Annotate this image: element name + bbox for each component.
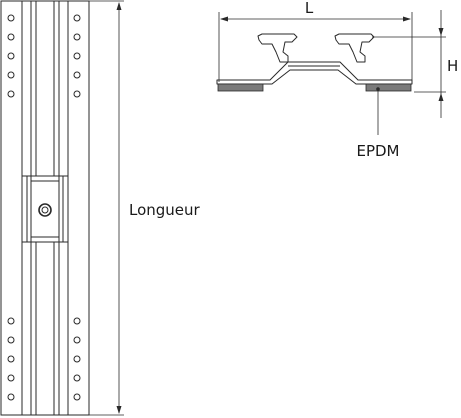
hole <box>7 14 15 22</box>
arrow-down <box>438 28 444 36</box>
hole <box>73 393 81 401</box>
hole <box>7 90 15 98</box>
hole <box>73 14 81 22</box>
connector-outer <box>21 175 69 243</box>
arrow-right <box>403 16 411 22</box>
hole <box>7 393 15 401</box>
connector-screw-inner <box>41 206 49 214</box>
cross-section: L H EPDM <box>216 0 458 160</box>
hole <box>7 52 15 60</box>
hole <box>73 317 81 325</box>
hole <box>7 71 15 79</box>
width-label: L <box>305 0 314 17</box>
hole-column-bottom-left <box>7 317 15 401</box>
profile-right-tslot <box>334 33 375 63</box>
hole <box>73 374 81 382</box>
profile-section <box>216 33 413 85</box>
arrow-left <box>220 16 228 22</box>
width-dimension <box>218 12 413 82</box>
arrow-up <box>438 93 444 101</box>
hole <box>7 33 15 41</box>
hole <box>73 33 81 41</box>
hole <box>7 355 15 363</box>
hole <box>73 336 81 344</box>
hole-column-bottom-right <box>73 317 81 401</box>
length-label: Longueur <box>129 201 201 219</box>
hole <box>73 71 81 79</box>
height-dimension <box>372 10 446 118</box>
hole <box>73 90 81 98</box>
arrow-up <box>116 2 122 10</box>
length-dimension <box>89 0 124 416</box>
connector-block <box>21 175 69 243</box>
arrow-down <box>116 406 122 414</box>
hole <box>7 317 15 325</box>
profile-left-tslot <box>257 33 298 63</box>
connector-screw-outer <box>38 203 52 217</box>
hole <box>73 355 81 363</box>
hole <box>7 374 15 382</box>
height-label: H <box>447 57 458 75</box>
hole <box>73 52 81 60</box>
hole <box>7 336 15 344</box>
gasket-right <box>365 83 412 92</box>
gasket-left <box>217 83 264 92</box>
hole-column-top-right <box>73 14 81 98</box>
gasket-label: EPDM <box>356 142 399 160</box>
profile-rail-front-view <box>0 0 90 416</box>
gasket-leader <box>376 87 380 135</box>
hole-column-top-left <box>7 14 15 98</box>
rail-outline <box>0 0 90 416</box>
profile-base-outer <box>216 61 413 85</box>
